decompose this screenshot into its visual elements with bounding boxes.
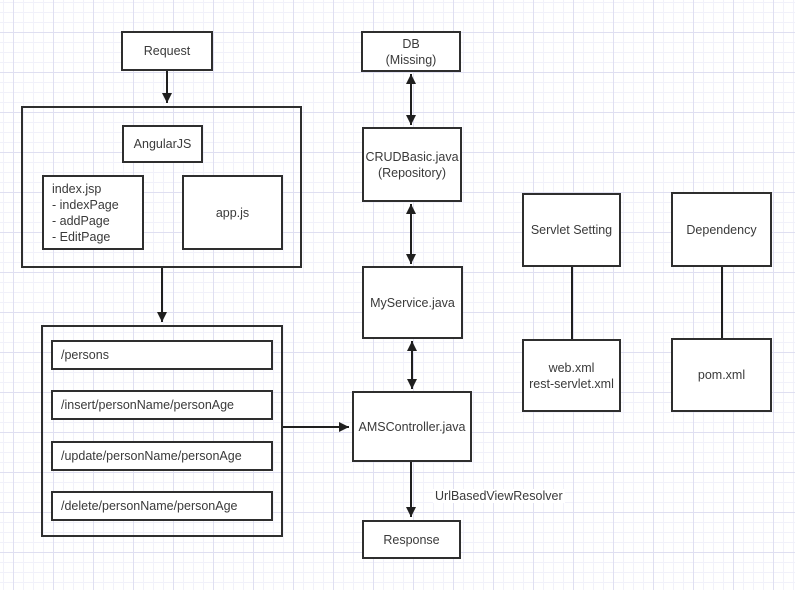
node-request-label: Request <box>143 44 191 58</box>
node-response[interactable]: Response <box>362 520 461 559</box>
node-dependency-label: Dependency <box>686 222 757 237</box>
node-my-service-label: MyService.java <box>370 295 455 310</box>
node-my-service[interactable]: MyService.java <box>362 266 463 339</box>
node-dependency[interactable]: Dependency <box>671 192 772 267</box>
node-servlet-setting-label: Servlet Setting <box>530 223 613 237</box>
node-servlet-setting[interactable]: Servlet Setting <box>522 193 621 267</box>
node-ams-controller-label: AMSController.java <box>358 419 466 434</box>
index-jsp-line: - indexPage <box>52 197 119 212</box>
node-angularjs-label: AngularJS <box>133 137 192 151</box>
node-db[interactable]: DB (Missing) <box>361 31 461 72</box>
node-db-line: DB <box>402 36 420 51</box>
node-route-delete[interactable]: /delete/personName/personAge <box>51 491 273 521</box>
node-pom-xml[interactable]: pom.xml <box>671 338 772 412</box>
node-route-update[interactable]: /update/personName/personAge <box>51 441 273 471</box>
node-web-xml-line: rest-servlet.xml <box>529 376 614 391</box>
node-db-line: (Missing) <box>385 52 437 67</box>
node-angularjs[interactable]: AngularJS <box>122 125 203 163</box>
route-label: /update/personName/personAge <box>61 449 242 463</box>
node-route-insert[interactable]: /insert/personName/personAge <box>51 390 273 420</box>
node-request[interactable]: Request <box>121 31 213 71</box>
node-web-xml-line: web.xml <box>548 360 595 375</box>
node-crud-basic[interactable]: CRUDBasic.java (Repository) <box>362 127 462 202</box>
node-route-persons[interactable]: /persons <box>51 340 273 370</box>
edge-label-view-resolver[interactable]: UrlBasedViewResolver <box>433 489 565 503</box>
node-ams-controller[interactable]: AMSController.java <box>352 391 472 462</box>
route-label: /delete/personName/personAge <box>61 499 238 513</box>
node-response-label: Response <box>383 532 440 547</box>
node-app-js-label: app.js <box>215 205 250 220</box>
node-crud-line: (Repository) <box>377 165 447 180</box>
index-jsp-line: - EditPage <box>52 229 111 244</box>
routes-group[interactable] <box>41 325 283 537</box>
index-jsp-line: index.jsp <box>52 181 102 196</box>
route-label: /insert/personName/personAge <box>61 398 235 412</box>
node-crud-line: CRUDBasic.java <box>365 149 459 164</box>
node-index-jsp[interactable]: index.jsp - indexPage - addPage - EditPa… <box>42 175 144 250</box>
node-web-xml[interactable]: web.xml rest-servlet.xml <box>522 339 621 412</box>
node-pom-xml-label: pom.xml <box>697 368 746 382</box>
angularjs-group[interactable] <box>21 106 302 268</box>
index-jsp-line: - addPage <box>52 213 110 228</box>
route-label: /persons <box>61 348 109 362</box>
node-app-js[interactable]: app.js <box>182 175 283 250</box>
